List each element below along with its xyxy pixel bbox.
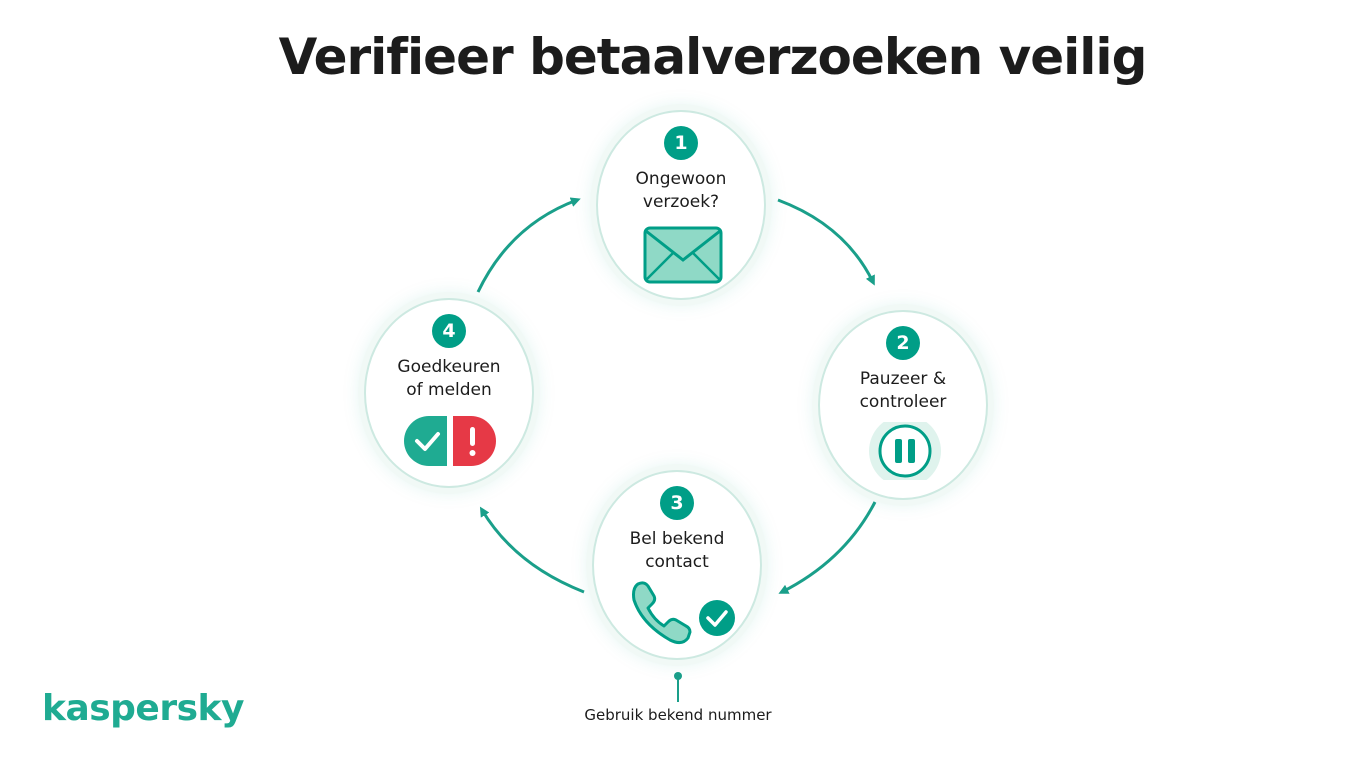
step-number-badge: 2: [886, 326, 920, 360]
phone-check-icon: [632, 581, 735, 645]
step-number-badge: 4: [432, 314, 466, 348]
envelope-icon: [643, 226, 723, 284]
pause-icon: [869, 422, 941, 480]
approve-report-icon: [404, 416, 496, 466]
page-title: Verifieer betaalverzoeken veilig: [0, 28, 1365, 86]
step-number-badge: 3: [660, 486, 694, 520]
step-number-badge: 1: [664, 126, 698, 160]
step-bel-bekend-contact: 3 Bel bekend contact: [592, 470, 762, 660]
step-goedkeuren-melden: 4 Goedkeuren of melden: [364, 298, 534, 488]
arrow-2-to-3: [778, 501, 877, 594]
arrow-4-to-1: [476, 197, 581, 293]
arrow-3-to-4: [479, 506, 585, 594]
step-label-line: Pauzeer &: [859, 369, 947, 389]
footnote: Gebruik bekend nummer: [584, 706, 772, 724]
step-label-line: Bel bekend: [629, 529, 725, 549]
arrow-1-to-2: [777, 198, 875, 286]
step-label-line: verzoek?: [642, 192, 720, 212]
step-label: Goedkeuren of melden: [366, 356, 532, 402]
page-title-text: Verifieer betaalverzoeken veilig: [278, 28, 1148, 86]
step-label-line: of melden: [406, 380, 492, 400]
footnote-connector-dot: [674, 672, 682, 680]
step-label-line: Ongewoon: [635, 169, 727, 189]
step-label: Ongewoon verzoek?: [598, 168, 764, 214]
step-label-line: contact: [645, 552, 709, 572]
step-pauzeer-controleer: 2 Pauzeer & controleer: [818, 310, 988, 500]
step-label: Pauzeer & controleer: [820, 368, 986, 414]
step-label-line: Goedkeuren: [397, 357, 501, 377]
step-label: Bel bekend contact: [594, 528, 760, 574]
step-ongewoon-verzoek: 1 Ongewoon verzoek?: [596, 110, 766, 300]
kaspersky-logo: kaspersky: [42, 688, 244, 729]
step-label-line: controleer: [859, 392, 947, 412]
